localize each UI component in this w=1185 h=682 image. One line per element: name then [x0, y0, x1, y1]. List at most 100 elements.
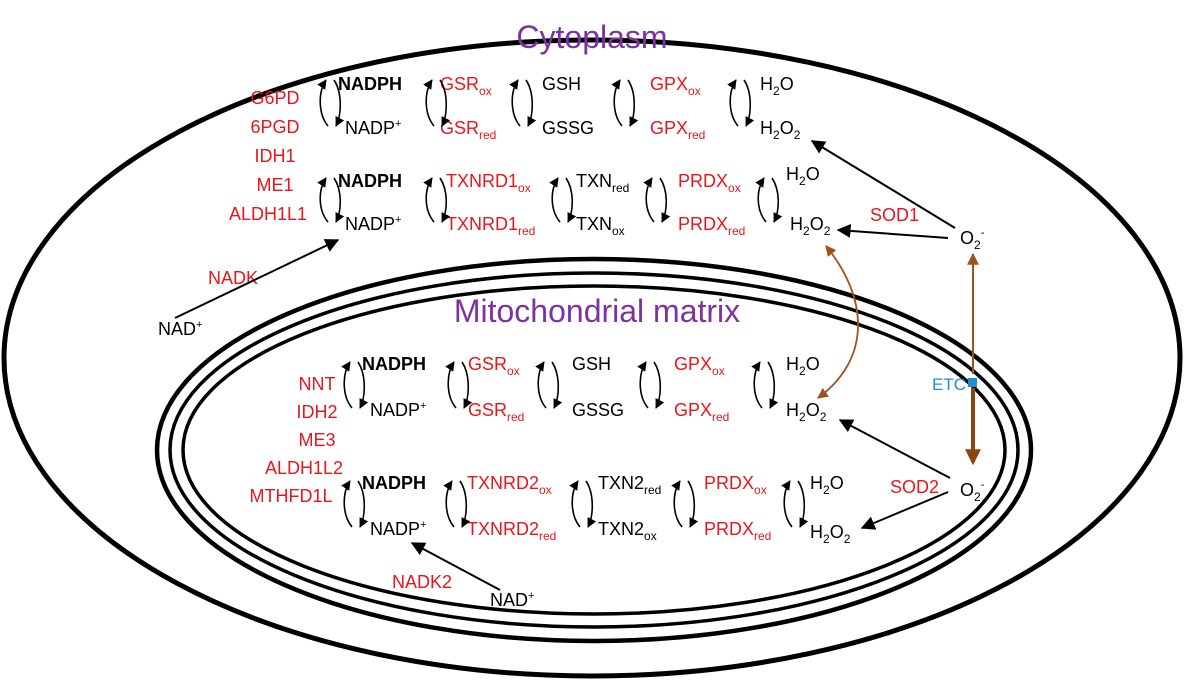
mito-r2-txn-cycle-down-arrow — [585, 480, 597, 528]
cyto-r2-txnrd-cycle — [423, 177, 451, 223]
cyto-r2-txn-cycle-down-arrow — [565, 177, 577, 223]
mito-r2-txn-red: TXN2red — [598, 473, 661, 497]
mito-r2-txnrd-red: TXNRD2red — [467, 519, 556, 543]
mito-r2-txnrd-cycle — [443, 480, 471, 528]
cyto-r2-nadph: NADPH — [338, 171, 402, 191]
cyto-enzyme-2: 6PGD — [250, 117, 299, 137]
mito-r2-prdx-red: PRDXred — [704, 519, 771, 543]
cyto-r2-prdx-cycle-down-arrow — [771, 177, 783, 223]
mito-thioredoxin-row: NADPH NADP+ TXNRD2ox TXNRD2red TXN2red T… — [362, 473, 851, 546]
mito-r1-nadph-cycle — [341, 361, 369, 409]
mito-sod2-to-h2o2-r2-arrow — [860, 491, 949, 530]
mito-r2-prdx-cycle-down-arrow — [797, 480, 809, 528]
mito-r1-gsr-cycle-up-arrow — [445, 361, 457, 409]
mito-r2-water: H2O — [810, 473, 844, 497]
mito-sod2: SOD2 — [890, 477, 939, 497]
mito-enzyme-4: ALDH1L2 — [265, 458, 343, 478]
etc-label: ETC — [932, 375, 966, 394]
mito-r1-gpx2-cycle-down-arrow — [767, 361, 779, 409]
cyto-nad: NAD+ — [158, 319, 202, 339]
cyto-enzyme-1: G6PD — [250, 88, 299, 108]
mito-nad: NAD+ — [490, 590, 534, 610]
cyto-r1-nadph: NADPH — [338, 74, 402, 94]
mito-r1-gpx-ox: GPXox — [674, 354, 725, 378]
mito-r1-nadph-cycle-up-arrow — [341, 361, 353, 409]
mito-r2-prdx-ox: PRDXox — [704, 473, 767, 497]
mito-r2-h2o2: H2O2 — [810, 522, 851, 546]
mito-glutathione-row: NADPH NADP+ GSRox GSRred GSH GSSG GPXox … — [362, 354, 827, 424]
mito-r2-txn-cycle — [569, 480, 597, 528]
cyto-r1-water: H2O — [760, 74, 794, 98]
mito-r1-gpx-cycle-down-arrow — [653, 361, 665, 409]
mito-r1-gpx-cycle-up-arrow — [637, 361, 649, 409]
cyto-r2-txn-cycle-up-arrow — [549, 177, 561, 223]
mito-r1-gpx-red: GPXred — [674, 400, 729, 424]
cyto-r2-txn2-cycle-up-arrow — [643, 177, 655, 223]
mito-r1-gpx2-cycle-up-arrow — [751, 361, 763, 409]
cyto-r1-gssg: GSSG — [542, 118, 594, 138]
mito-r2-txn-cycle-up-arrow — [569, 480, 581, 528]
mito-r1-water: H2O — [786, 354, 820, 378]
cyto-r1-gpx-ox: GPXox — [650, 74, 701, 98]
mito-r1-nadp: NADP+ — [370, 400, 426, 420]
mito-r1-gsh-cycle-down-arrow — [551, 361, 563, 409]
mito-r1-gsr-cycle — [445, 361, 473, 409]
mito-enzyme-3: ME3 — [298, 430, 335, 450]
cyto-r1-gsr-cycle — [423, 79, 451, 127]
cyto-r1-gsr-cycle-up-arrow — [423, 79, 435, 127]
cyto-r1-nadph-cycle-up-arrow — [317, 79, 329, 127]
cycle-arrows — [317, 79, 809, 528]
mito-sod2-to-h2o2-r1-arrow — [838, 419, 951, 479]
cyto-r1-gsh-cycle-up-arrow — [509, 79, 521, 127]
etc-marker — [968, 378, 977, 387]
cyto-superoxide: O2- — [960, 227, 985, 252]
cyto-r2-prdx-ox: PRDXox — [678, 171, 741, 195]
cyto-r2-txn-ox: TXNox — [576, 214, 625, 238]
cyto-r2-txn2-cycle-down-arrow — [659, 177, 671, 223]
mito-outer-membrane — [154, 256, 1034, 644]
cyto-nadk: NADK — [208, 268, 258, 288]
cyto-sod1-to-h2o2-r2-arrow — [836, 223, 949, 239]
cyto-r2-prdx-cycle — [755, 177, 783, 223]
mito-r1-nadph-cycle-down-arrow — [357, 361, 369, 409]
mito-enzyme-1: NNT — [299, 374, 336, 394]
cyto-r1-gsr-cycle-down-arrow — [439, 79, 451, 127]
mito-r1-gsh: GSH — [572, 354, 611, 374]
cyto-r1-h2o2: H2O2 — [760, 118, 801, 142]
cyto-r2-txnrd-cycle-down-arrow — [439, 177, 451, 223]
cyto-r2-nadph-cycle-up-arrow — [317, 177, 329, 223]
mito-r1-gsh-cycle-up-arrow — [535, 361, 547, 409]
cyto-r2-nadph-cycle-down-arrow — [333, 177, 345, 223]
cyto-r1-gsr-red: GSRred — [440, 118, 496, 142]
cyto-r1-gpx2-cycle-up-arrow — [727, 79, 739, 127]
reaction-arrows — [174, 140, 956, 591]
cyto-r2-txn-cycle — [549, 177, 577, 223]
cyto-r1-nadph-cycle-down-arrow — [333, 79, 345, 127]
cyto-r2-nadp: NADP+ — [345, 214, 401, 234]
mito-superoxide: O2- — [960, 479, 985, 504]
cyto-r1-gpx-cycle-up-arrow — [611, 79, 623, 127]
mito-r2-nadph-cycle-up-arrow — [341, 480, 353, 528]
cyto-sod1: SOD1 — [870, 205, 919, 225]
h2o2-exchange-arrow — [817, 245, 859, 399]
cyto-r2-txn2-cycle — [643, 177, 671, 223]
mito-r1-gsr-ox: GSRox — [468, 354, 520, 378]
cyto-r2-prdx-cycle-up-arrow — [755, 177, 767, 223]
cyto-r1-gsh-cycle — [509, 79, 537, 127]
mito-enzyme-list: NNT IDH2 ME3 ALDH1L2 MTHFD1L — [249, 374, 343, 506]
mito-r1-gsr-cycle-down-arrow — [461, 361, 473, 409]
cyto-r1-gsh-cycle-down-arrow — [525, 79, 537, 127]
cyto-r2-txnrd-ox: TXNRD1ox — [446, 171, 531, 195]
mito-r2-txn2-cycle-up-arrow — [671, 480, 683, 528]
mito-nadk2: NADK2 — [392, 572, 452, 592]
cyto-r2-water: H2O — [786, 164, 820, 188]
mito-inner-membrane-1 — [168, 271, 1020, 629]
mito-r2-txn2-cycle — [671, 480, 699, 528]
mito-r1-gsh-cycle — [535, 361, 563, 409]
cyto-nadk-arrow — [174, 239, 340, 319]
mito-title: Mitochondrial matrix — [454, 293, 740, 329]
cyto-r2-prdx-red: PRDXred — [678, 214, 745, 238]
mito-enzyme-5: MTHFD1L — [249, 486, 332, 506]
mito-r2-prdx-cycle — [781, 480, 809, 528]
